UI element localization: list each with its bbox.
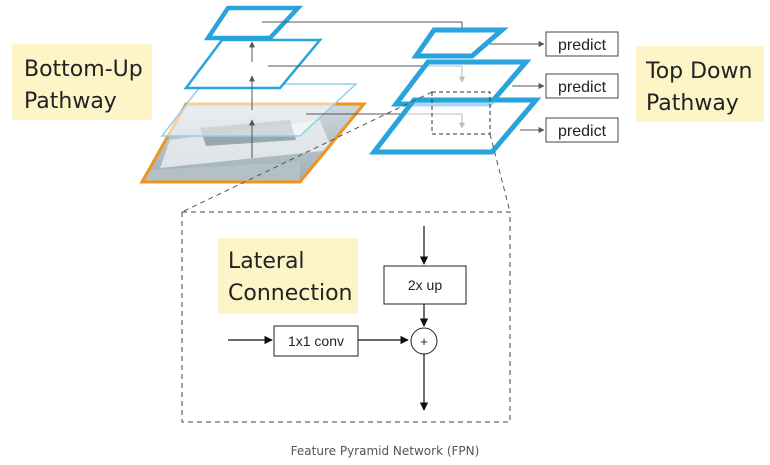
lateral-detail-frame: [181, 211, 511, 423]
figure-caption: Feature Pyramid Network (FPN): [291, 444, 480, 458]
lateral-label-box: [218, 238, 358, 314]
upsample-label: 2x up: [408, 277, 442, 293]
zoom-line-right: [489, 133, 511, 213]
bottom-up-level-1: [160, 83, 358, 137]
lateral-label-line2: Connection: [228, 281, 352, 306]
predict-label-1: predict: [558, 37, 607, 54]
conv-label: 1x1 conv: [288, 333, 344, 349]
top-down-level-1: [411, 27, 509, 59]
zoom-line-left: [181, 91, 433, 213]
bottom-up-label-line2: Pathway: [24, 89, 117, 114]
top-down-label-line1: Top Down: [645, 59, 752, 84]
predict-box-1: [545, 31, 619, 57]
predict-box-3: [545, 117, 619, 143]
predict-label-2: predict: [558, 79, 607, 96]
bottom-up-level-3: [203, 5, 304, 41]
predict-box-2: [545, 73, 619, 99]
top-down-label-box: [636, 46, 764, 122]
predict-label-3: predict: [558, 123, 607, 140]
conv-box: [273, 325, 359, 357]
bottom-up-label-line1: Bottom-Up: [24, 57, 143, 82]
bottom-up-label-box: [12, 44, 152, 120]
top-down-label-line2: Pathway: [646, 91, 739, 116]
lateral-label-line1: Lateral: [228, 249, 305, 274]
zoom-region: [431, 91, 491, 135]
top-down-level-3: [368, 97, 542, 155]
upsample-box: [383, 265, 467, 305]
bottom-up-level-2: [183, 38, 323, 90]
add-symbol: +: [420, 334, 428, 349]
